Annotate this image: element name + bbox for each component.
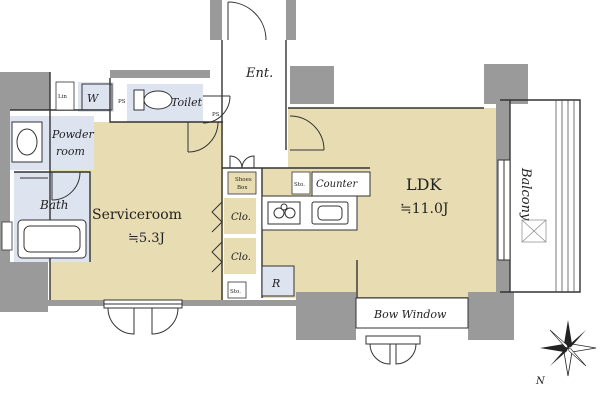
storage-small-1-box — [291, 171, 311, 195]
closet-upper-label: Clo. — [231, 212, 251, 223]
serviceroom-label: Serviceroom — [92, 207, 182, 223]
ldk-label: LDK — [406, 175, 442, 194]
compass-north-label: N — [535, 376, 546, 387]
refrigerator-label: R — [271, 277, 280, 290]
bath-label: Bath — [39, 198, 69, 212]
compass-icon — [540, 320, 597, 377]
linen-shelf — [55, 81, 75, 111]
balcony-floor — [510, 100, 578, 288]
closet-lower-floor — [224, 238, 256, 274]
closet-lower-label: Clo. — [231, 252, 251, 263]
powder-room-label-line2: room — [56, 145, 85, 158]
washer-floor — [78, 82, 114, 112]
bow-window-label: Bow Window — [373, 308, 447, 321]
ps-label-2: PS — [212, 112, 220, 118]
storage-small-2-box — [227, 281, 247, 299]
balcony-railing — [555, 100, 575, 292]
storage-small-2-label: Sto. — [230, 289, 241, 295]
balcony-hatch-box — [521, 219, 547, 243]
washer-label: W — [87, 92, 100, 105]
kitchen-counter — [261, 171, 371, 231]
shoes-box — [227, 171, 257, 195]
powder-room-label-line1: Powder — [51, 128, 95, 141]
counter-label: Counter — [316, 179, 358, 190]
bow-window-box — [355, 297, 469, 329]
storage-small-1-label: Sto. — [294, 182, 305, 188]
bathtub — [17, 219, 87, 259]
bath-control — [1, 221, 13, 251]
wall-lines — [10, 40, 581, 319]
balcony-label: Balcony — [518, 167, 533, 221]
closet-upper-floor — [224, 198, 256, 234]
entrance-label: Ent. — [245, 66, 273, 81]
washer-box — [81, 83, 113, 111]
ps-label-1: PS — [118, 99, 126, 105]
serviceroom-area: ≒5.3J — [128, 231, 165, 246]
toilet-fixture — [133, 89, 173, 111]
linen-label: Lin — [58, 94, 67, 100]
windows — [103, 159, 511, 345]
doors — [20, 1, 417, 365]
shoes-box-label-2: Box — [237, 185, 248, 191]
ldk-area: ≒11.0J — [400, 201, 449, 217]
toilet-label: Toilet — [171, 96, 203, 109]
sink — [11, 121, 43, 163]
refrigerator-space — [261, 265, 295, 297]
shoes-box-label-1: Shoes — [235, 177, 252, 183]
